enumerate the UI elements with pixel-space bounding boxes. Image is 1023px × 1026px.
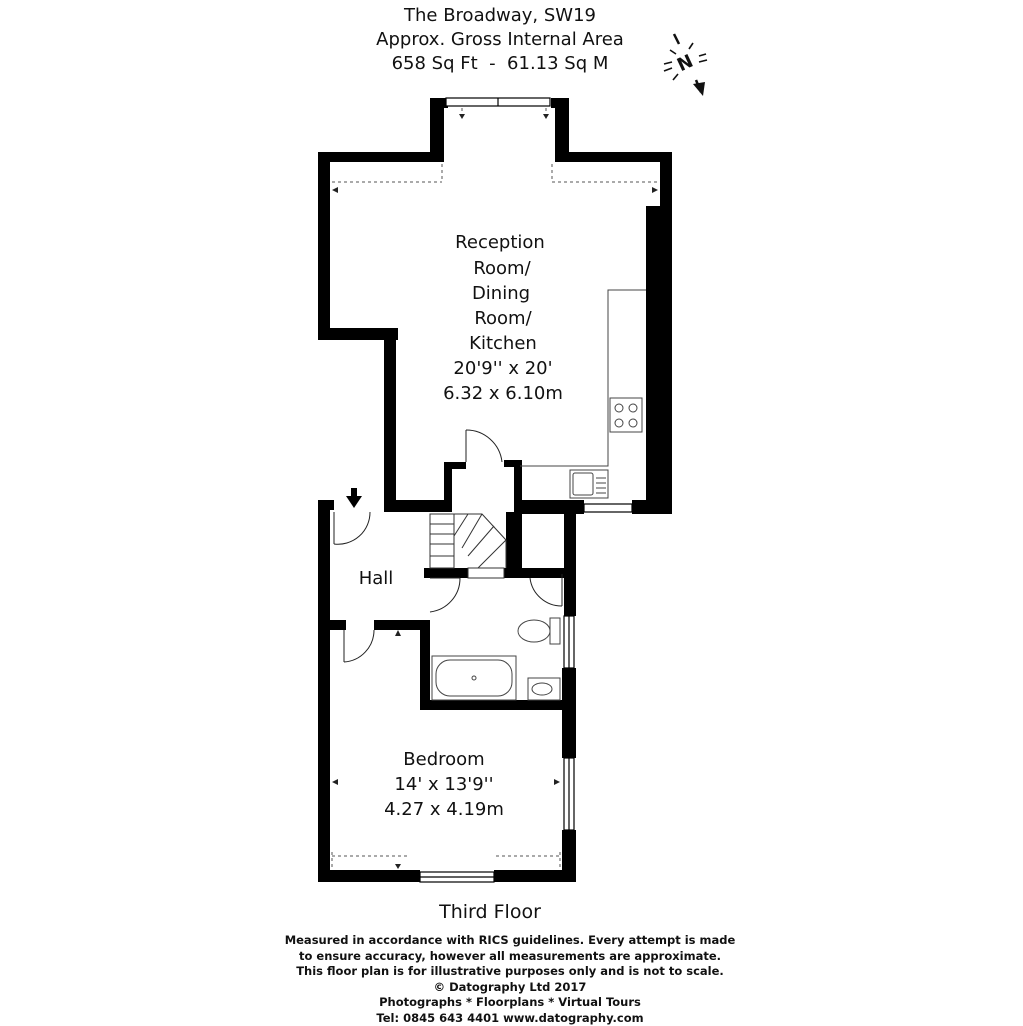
- disclaimer-line: Measured in accordance with RICS guideli…: [240, 933, 780, 949]
- north-letter: N: [674, 51, 697, 76]
- reception-name-line: Kitchen: [469, 333, 537, 354]
- contact-line: Tel: 0845 643 4401 www.datography.com: [240, 1011, 780, 1026]
- copyright-line: © Datography Ltd 2017: [240, 980, 780, 996]
- bedroom-metric: 4.27 x 4.19m: [384, 799, 504, 820]
- walls: [318, 98, 672, 882]
- entrance-arrow-icon: [346, 488, 362, 508]
- disclaimer-line: This floor plan is for illustrative purp…: [240, 964, 780, 980]
- hall-label: Hall: [359, 568, 394, 589]
- bedroom-label: Bedroom 14' x 13'9'' 4.27 x 4.19m: [384, 749, 504, 820]
- bedroom-imperial: 14' x 13'9'': [394, 774, 493, 795]
- dimension-markers: [332, 108, 658, 868]
- disclaimer-line: to ensure accuracy, however all measurem…: [240, 949, 780, 965]
- dimension-arrows: [332, 114, 658, 869]
- reception-name-line: Dining: [472, 283, 530, 304]
- bathroom-fittings: [432, 618, 560, 700]
- floor-label: Third Floor: [340, 901, 640, 923]
- reception-imperial: 20'9'' x 20': [453, 358, 552, 379]
- reception-name-line: Room/: [473, 258, 531, 279]
- reception-name-line: Reception: [455, 232, 545, 253]
- reception-label: Reception Room/ Dining Room/ Kitchen 20'…: [443, 232, 563, 404]
- reception-metric: 6.32 x 6.10m: [443, 383, 563, 404]
- disclaimer: Measured in accordance with RICS guideli…: [240, 933, 780, 1026]
- reception-name-line: Room/: [474, 308, 532, 329]
- services-line: Photographs * Floorplans * Virtual Tours: [240, 995, 780, 1011]
- staircase: [430, 514, 506, 578]
- bedroom-name: Bedroom: [403, 749, 484, 770]
